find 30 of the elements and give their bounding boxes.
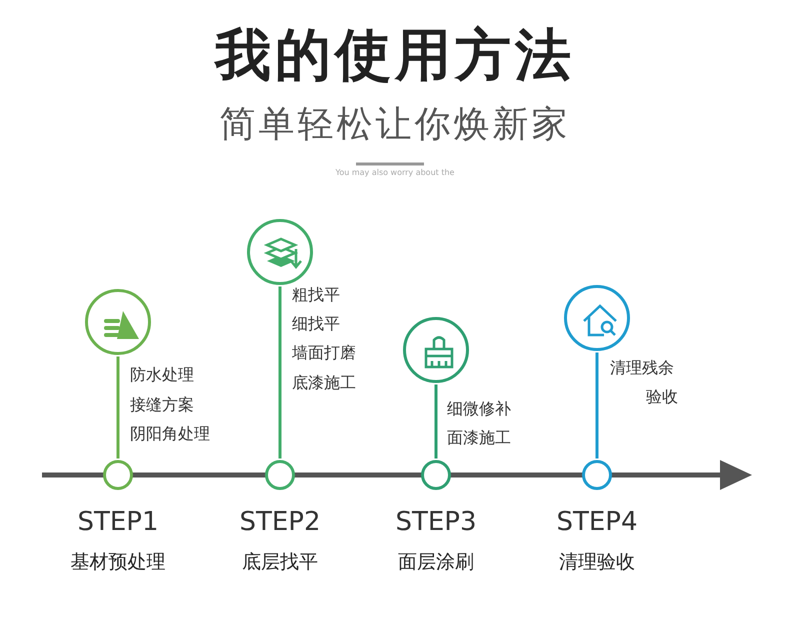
step-detail-text: 底漆施工 [292, 372, 356, 394]
step-number: STEP2 [238, 506, 322, 539]
connector-line [278, 286, 282, 458]
subtitle: 简单轻松让你焕新家 [218, 103, 572, 147]
timeline-dot [421, 460, 451, 490]
step-name: 清理验收 [558, 550, 636, 575]
step-detail-text: 验收 [646, 386, 678, 408]
step-detail-text: 细微修补 [447, 398, 511, 420]
title: 我的使用方法 [213, 22, 576, 90]
timeline-dot [265, 460, 295, 490]
step-name: 基材预处理 [70, 550, 166, 575]
step-detail-text: 清理残余 [610, 357, 674, 379]
step-detail-text: 面漆施工 [447, 427, 511, 449]
step-detail-text: 防水处理 [130, 364, 194, 386]
step-detail-text: 墙面打磨 [292, 342, 356, 364]
step-name: 底层找平 [241, 550, 319, 575]
step-number: STEP1 [76, 506, 160, 539]
connector-line [116, 356, 120, 458]
step-number: STEP4 [555, 506, 639, 539]
step-detail-text: 阴阳角处理 [130, 423, 210, 445]
small-caption: You may also worry about the [334, 168, 456, 177]
connector-line [596, 352, 598, 458]
connector-line [434, 384, 438, 458]
step-number: STEP3 [394, 506, 478, 539]
step-detail-text: 粗找平 [292, 284, 340, 306]
step-detail-text: 接缝方案 [130, 394, 194, 416]
timeline-dot [582, 460, 612, 490]
step-detail-text: 细找平 [292, 313, 340, 335]
timeline-dot [103, 460, 133, 490]
step-name: 面层涂刷 [397, 550, 475, 575]
